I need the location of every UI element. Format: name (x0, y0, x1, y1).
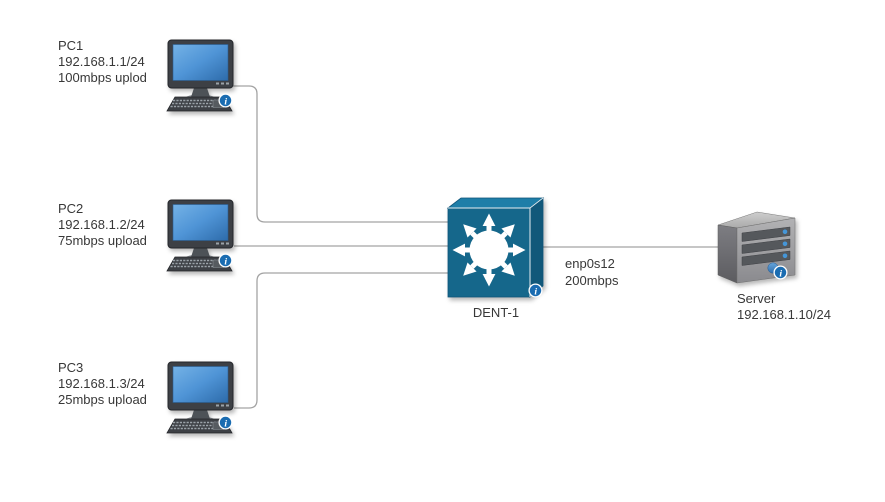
pc3-label-block: PC3 192.168.1.3/24 25mbps upload (58, 360, 147, 408)
info-icon[interactable] (528, 283, 543, 298)
server-name: Server (737, 291, 776, 306)
server-ip: 192.168.1.10/24 (737, 307, 831, 322)
server-label-block: Server 192.168.1.10/24 (737, 291, 831, 323)
pc1-label-block: PC1 192.168.1.1/24 100mbps uplod (58, 38, 147, 86)
pc2-label-block: PC2 192.168.1.2/24 75mbps upload (58, 201, 147, 249)
router-name: DENT-1 (472, 305, 520, 320)
node-pc3[interactable] (165, 360, 237, 438)
info-icon[interactable] (218, 415, 233, 430)
info-icon[interactable] (218, 93, 233, 108)
dent1-label: DENT-1 (446, 305, 546, 321)
pc3-rate: 25mbps upload (58, 392, 147, 407)
pc2-rate: 75mbps upload (58, 233, 147, 248)
node-server[interactable] (716, 206, 798, 288)
pc2-name: PC2 (58, 201, 84, 216)
pc3-ip: 192.168.1.3/24 (58, 376, 145, 391)
link-rate: 200mbps (565, 273, 619, 288)
info-icon[interactable] (773, 265, 788, 280)
node-dent1-router[interactable] (446, 196, 546, 300)
pc3-name: PC3 (58, 360, 84, 375)
info-icon[interactable] (218, 253, 233, 268)
pc2-ip: 192.168.1.2/24 (58, 217, 145, 232)
link-pc1-dent1 (233, 85, 448, 223)
pc1-rate: 100mbps uplod (58, 70, 147, 85)
pc1-name: PC1 (58, 38, 84, 53)
pc1-ip: 192.168.1.1/24 (58, 54, 145, 69)
link-pc3-dent1 (234, 272, 448, 409)
node-pc1[interactable] (165, 38, 237, 116)
link-label-enp0s12: enp0s12 200mbps (565, 255, 618, 289)
node-pc2[interactable] (165, 198, 237, 276)
link-interface: enp0s12 (565, 256, 615, 271)
